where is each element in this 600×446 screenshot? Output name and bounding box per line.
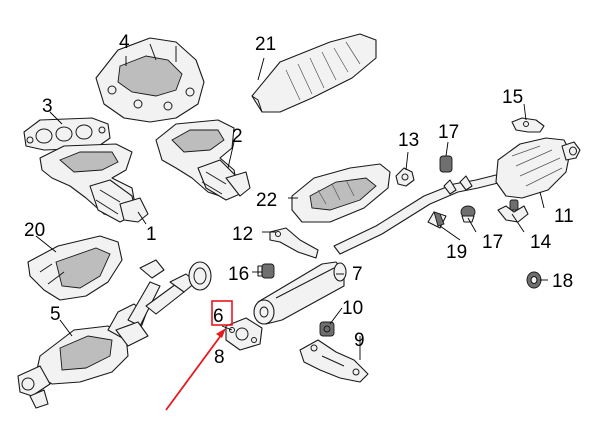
callout-13: 13 — [398, 130, 419, 151]
callout-17-lower: 17 — [482, 232, 503, 253]
callout-1: 1 — [146, 224, 157, 245]
part-15-hanger-bracket — [511, 117, 545, 133]
part-16-hanger — [257, 263, 275, 279]
part-19-hanger — [427, 211, 447, 229]
callout-9: 9 — [354, 330, 365, 351]
callout-10: 10 — [342, 298, 363, 319]
part-22-center-heat-shield — [291, 163, 391, 223]
callout-5: 5 — [50, 304, 61, 325]
part-8-flange-plate — [225, 317, 263, 351]
part-20-lower-heat-shield — [27, 235, 123, 301]
part-17-hanger-upper — [439, 155, 453, 173]
callout-11: 11 — [554, 206, 574, 227]
callout-12: 12 — [232, 224, 253, 245]
callout-22: 22 — [256, 190, 277, 211]
callout-2: 2 — [232, 126, 243, 147]
part-9-bracket — [299, 339, 369, 383]
callout-numbers: 4 3 2 1 20 5 6 8 21 22 12 16 7 10 9 13 1… — [24, 32, 574, 368]
part-4-heat-shield — [95, 37, 205, 123]
callout-21: 21 — [255, 34, 276, 55]
callout-8: 8 — [214, 347, 225, 368]
leader-lines — [35, 56, 548, 360]
part-7-resonator — [253, 261, 347, 325]
part-12-bracket — [269, 227, 319, 259]
callout-18: 18 — [552, 271, 573, 292]
highlight-arrow-shaft — [165, 333, 223, 411]
part-11-rear-muffler — [495, 137, 581, 199]
part-5-front-pipe-assembly — [17, 259, 197, 409]
part-13-clamp — [395, 167, 415, 187]
callout-19: 19 — [446, 242, 467, 263]
callout-14: 14 — [530, 232, 552, 253]
callout-20: 20 — [24, 220, 45, 241]
part-3-manifold-gasket — [23, 117, 111, 151]
highlight-box — [211, 300, 233, 326]
callout-4: 4 — [119, 32, 130, 53]
callout-6: 6 — [213, 306, 224, 327]
part-1-exhaust-manifold — [39, 143, 149, 223]
callout-7: 7 — [352, 264, 363, 285]
callout-16: 16 — [228, 264, 249, 285]
part-6-flange-gasket — [188, 261, 212, 291]
callout-15: 15 — [502, 87, 523, 108]
callout-17-upper: 17 — [438, 122, 459, 143]
part-14-hanger-bracket — [497, 199, 529, 223]
part-18-hanger — [526, 271, 542, 289]
callout-3: 3 — [42, 96, 53, 117]
part-21-tunnel-heat-shield — [251, 33, 377, 113]
part-17-hanger-lower — [460, 205, 476, 223]
highlight-part-6 — [165, 300, 233, 411]
part-10-hanger — [319, 321, 335, 337]
part-2-exhaust-manifold-rear — [155, 119, 251, 201]
highlight-arrow-head — [216, 328, 226, 338]
